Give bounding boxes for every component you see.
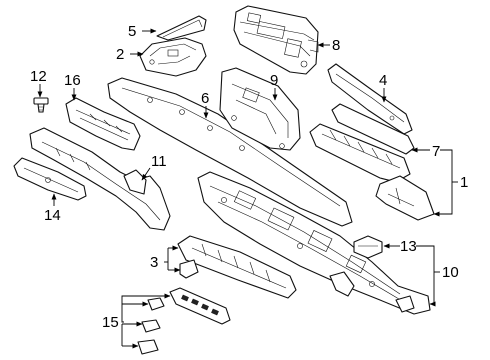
part-6-upper-dash-trim <box>107 77 353 227</box>
part-3-center-panel <box>177 235 297 299</box>
callout-6: 6 <box>201 90 209 107</box>
part-4-trim-strip <box>327 63 413 135</box>
callout-labels: 5 2 8 12 16 9 6 4 7 1 11 14 13 10 3 15 <box>30 23 468 331</box>
part-9-center-bracket <box>219 67 301 151</box>
callout-12: 12 <box>30 68 47 85</box>
leader-lines <box>37 28 458 349</box>
callout-14: 14 <box>44 207 61 224</box>
part-13-switch <box>353 235 383 259</box>
callout-3: 3 <box>150 254 158 271</box>
callout-2: 2 <box>116 46 124 63</box>
part-2-bracket-panel <box>139 37 207 77</box>
callout-15: 15 <box>102 314 119 331</box>
callout-10: 10 <box>442 264 459 281</box>
callout-5: 5 <box>128 23 136 40</box>
part-8-control-module <box>233 5 319 75</box>
part-12-screw <box>33 97 49 113</box>
callout-8: 8 <box>332 37 340 54</box>
callout-4: 4 <box>379 72 387 89</box>
callout-9: 9 <box>270 72 278 89</box>
callout-7: 7 <box>432 143 440 160</box>
callout-1: 1 <box>460 174 468 191</box>
callout-13: 13 <box>400 238 417 255</box>
callout-16: 16 <box>64 72 81 89</box>
part-11-lower-frame <box>29 127 171 231</box>
part-15-switch-pack <box>137 287 231 355</box>
part-14-glovebox-door <box>13 157 87 201</box>
callout-11: 11 <box>151 153 167 170</box>
part-16-side-panel <box>65 97 141 151</box>
part-5-corner-trim <box>156 15 207 41</box>
part-10-main-carrier <box>197 171 431 315</box>
